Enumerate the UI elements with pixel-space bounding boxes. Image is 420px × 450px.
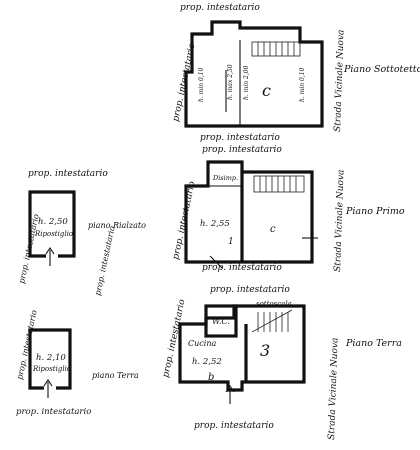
first-floor-room-mark-2: c [270,224,276,235]
first-floor-room-height: h. 2,55 [200,219,230,229]
cellar-plan: prop. intestatario h. min 0,10 h. max 2,… [171,3,420,143]
owner-label-top: prop. intestatario [180,3,260,13]
owner-label-cellar-left: prop. intestatario [171,42,197,123]
ground-entrance-arrowhead [225,385,235,393]
cellar-dim-3: h. min 2,00 [243,65,250,100]
street-label-first: Strada Vicinale Nuova [333,169,347,272]
kitchen-height: h. 2,52 [192,357,222,367]
cellar-dim-1: h. min 0,10 [198,67,205,102]
street-label-ground: Strada Vicinale Nuova [327,337,341,440]
owner-label-cellar-bottom: prop. intestatario [200,133,280,143]
ground-floor-staircase [251,309,293,333]
owner-label-first-bottom: prop. intestatario [202,263,282,273]
owner-label-storage-ground-bottom: prop. intestatario [16,407,91,417]
cellar-level-label: Piano Sottotetto [343,64,420,75]
first-floor-level-label: Piano Primo [345,206,405,217]
cellar-dim-2: h. max 2,50 [227,64,234,100]
window-mark-first-bottom [209,255,223,269]
ground-floor-walls [178,304,306,392]
owner-label-ground-left: prop. intestatario [161,298,187,379]
sottoscala-label: sottoscala [256,300,292,308]
storage-raised-walls [28,190,76,258]
wc-walls [204,304,238,338]
storage-raised-height: h. 2,50 [38,217,68,227]
ground-floor-level-label: Piano Terra [345,338,402,349]
room-number: 3 [260,341,270,360]
storage-ground-level: piano Terra [92,371,139,380]
storage-ground-walls [28,328,72,390]
storage-raised-level: piano Rialzato [88,221,146,230]
storage-ground-plan: h. 2,10 Ripostiglio piano Terra prop. in… [15,309,139,417]
cellar-staircase [251,41,301,57]
owner-label-raised-left: prop. intestatario [17,213,41,284]
owner-label-raised-top: prop. intestatario [28,169,108,179]
storage-raised-arrowhead [45,247,55,255]
wc-label: W.C. [212,317,230,326]
first-floor-plan: prop. intestatario Disimp. h. 2,55 1 c p… [171,145,405,273]
first-floor-staircase [253,175,305,193]
storage-ground-arrowhead [43,379,53,387]
owner-label-first-top: prop. intestatario [202,145,282,155]
ground-floor-plan: prop. intestatario W.C. sottoscala Cucin… [161,285,402,440]
owner-label-ground-top: prop. intestatario [210,285,290,295]
first-floor-room-mark: 1 [228,237,234,247]
cellar-room-mark: c [262,81,271,100]
disimpegno-label: Disimp. [212,174,238,182]
owner-label-raised-right: prop. intestatario [93,225,117,296]
storage-ground-room: Ripostiglio [32,365,71,373]
storage-raised-plan: prop. intestatario h. 2,50 Ripostiglio p… [17,169,146,296]
cellar-dim-4: h. min 0,10 [299,67,306,102]
storage-raised-room: Ripostiglio [34,230,73,238]
first-floor-walls [184,160,314,264]
owner-label-first-left: prop. intestatario [171,180,197,261]
kitchen-room-mark: b [208,372,214,383]
storage-ground-height: h. 2,10 [36,353,66,363]
owner-label-ground-bottom: prop. intestatario [194,421,274,431]
kitchen-label: Cucina [188,339,216,348]
street-label-cellar: Strada Vicinale Nuova [333,29,347,132]
